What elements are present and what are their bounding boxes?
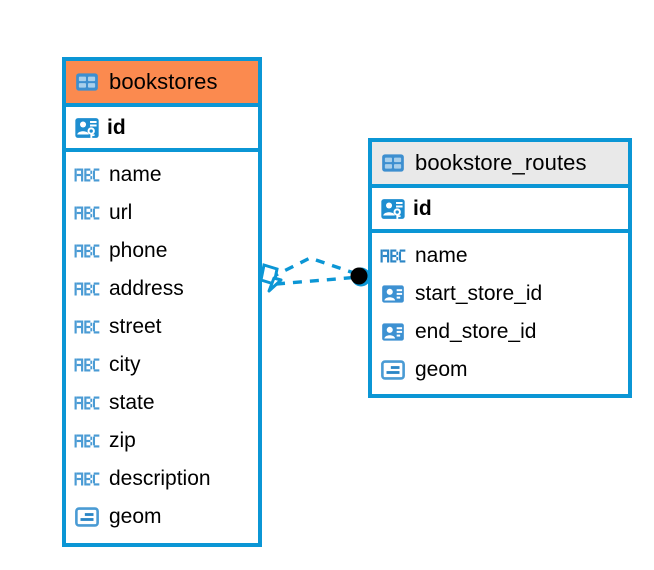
open-diamond-icon [259,263,283,293]
table-icon [74,69,100,95]
primary-key-icon [379,195,407,223]
field-row[interactable]: state [66,384,258,422]
field-row[interactable]: name [372,237,628,275]
abc-text-icon [74,314,100,340]
primary-key-row[interactable]: id [372,188,628,233]
field-row[interactable]: geom [372,351,628,389]
field-label: street [109,315,162,338]
field-row[interactable]: phone [66,232,258,270]
field-row[interactable]: geom [66,498,258,536]
field-label: phone [109,239,168,262]
abc-text-icon [380,243,406,269]
primary-key-row[interactable]: id [66,107,258,152]
field-label: geom [109,505,162,528]
abc-text-icon [74,390,100,416]
field-row[interactable]: description [66,460,258,498]
field-label: city [109,353,141,376]
entity-title: bookstores [109,69,218,94]
foreign-key-icon [380,319,406,345]
field-row[interactable]: end_store_id [372,313,628,351]
field-label: zip [109,429,136,452]
entity-title: bookstore_routes [415,150,587,175]
field-label: name [415,244,468,267]
abc-text-icon [74,352,100,378]
relationship-line-lower [275,275,361,286]
geometry-icon [74,504,100,530]
geometry-icon [380,357,406,383]
field-label: end_store_id [415,320,537,343]
field-row[interactable]: name [66,156,258,194]
field-list: name ur [66,152,258,536]
field-label: description [109,467,211,490]
primary-key-label: id [107,115,126,139]
field-row[interactable]: start_store_id [372,275,628,313]
abc-text-icon [74,162,100,188]
field-label: state [109,391,155,414]
primary-key-label: id [413,196,432,220]
field-label: geom [415,358,468,381]
field-row[interactable]: city [66,346,258,384]
field-row[interactable]: url [66,194,258,232]
filled-circle-icon [350,267,371,287]
relationship-connector[interactable] [250,245,380,320]
relationship-line-upper [269,256,361,280]
field-label: name [109,163,162,186]
field-list: name start_store_id [372,233,628,389]
table-icon [380,150,406,176]
entity-header-bookstores[interactable]: bookstores [66,61,258,107]
primary-key-icon [73,114,101,142]
abc-text-icon [74,466,100,492]
entity-bookstores[interactable]: bookstores id [62,57,262,547]
foreign-key-icon [380,281,406,307]
field-label: url [109,201,133,224]
abc-text-icon [74,276,100,302]
field-row[interactable]: street [66,308,258,346]
entity-header-bookstore-routes[interactable]: bookstore_routes [372,142,628,188]
abc-text-icon [74,238,100,264]
abc-text-icon [74,200,100,226]
field-row[interactable]: address [66,270,258,308]
field-label: address [109,277,184,300]
entity-bookstore-routes[interactable]: bookstore_routes id [368,138,632,398]
field-row[interactable]: zip [66,422,258,460]
field-label: start_store_id [415,282,543,305]
abc-text-icon [74,428,100,454]
